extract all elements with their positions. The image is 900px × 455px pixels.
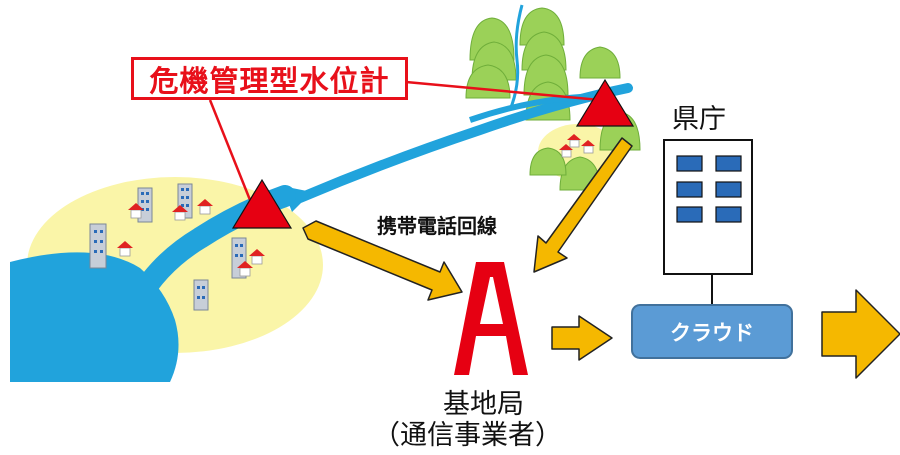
base-station-label: 基地局 — [443, 389, 524, 420]
cloud-service-box: クラウド — [631, 304, 793, 359]
stream — [508, 4, 524, 111]
carrier-label: （通信事業者） — [373, 420, 562, 451]
prefecture-office-label: 県庁 — [672, 104, 726, 135]
callout-leaders — [208, 80, 601, 201]
office-building-icon — [663, 139, 753, 305]
base-station-antenna-icon — [454, 262, 528, 375]
data-flow-arrows — [302, 137, 900, 379]
water-level-sensor-callout: 危機管理型水位計 — [131, 57, 408, 100]
house-icon — [117, 134, 595, 277]
mobile-network-label: 携帯電話回線 — [377, 214, 497, 238]
water-level-sensor-icon — [231, 78, 635, 229]
